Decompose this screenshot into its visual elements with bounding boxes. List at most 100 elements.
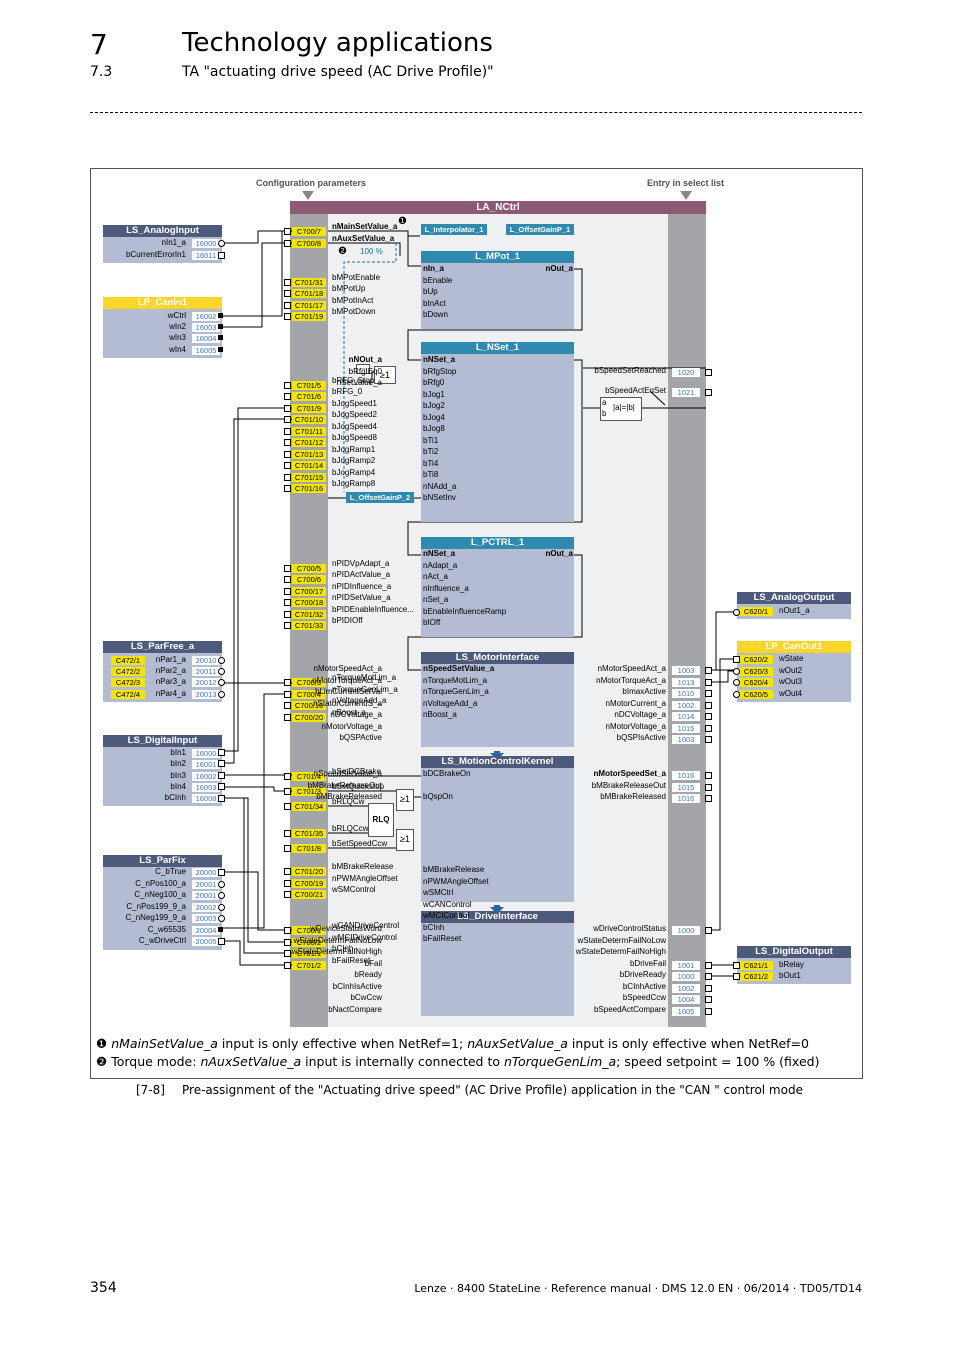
param-port[interactable]	[284, 428, 291, 435]
select-port[interactable]	[705, 984, 712, 992]
signal-label: bMBrakeReleased	[600, 792, 666, 801]
param-port[interactable]	[284, 382, 291, 389]
select-port[interactable]	[705, 783, 712, 791]
param-port[interactable]	[284, 290, 291, 297]
param-port[interactable]	[284, 588, 291, 595]
param-port[interactable]	[284, 679, 291, 686]
select-port[interactable]	[705, 927, 712, 934]
port-label: nOut_a	[545, 549, 573, 558]
output-port[interactable]	[218, 749, 225, 756]
input-port[interactable]	[733, 973, 740, 980]
port-label: nIn_a	[423, 264, 444, 273]
param-port[interactable]	[284, 691, 291, 698]
output-port[interactable]	[218, 927, 223, 932]
select-port[interactable]	[705, 389, 712, 396]
output-port[interactable]	[218, 252, 225, 259]
param-port[interactable]	[284, 599, 291, 606]
param-code: C700/18	[292, 598, 326, 607]
output-port[interactable]	[218, 668, 225, 675]
select-port[interactable]	[705, 1007, 712, 1015]
compare-a: a	[602, 398, 607, 407]
select-port[interactable]	[705, 667, 712, 674]
output-port[interactable]	[218, 869, 225, 876]
output-port[interactable]	[218, 904, 225, 911]
select-port[interactable]	[705, 736, 712, 743]
param-port[interactable]	[284, 702, 291, 709]
param-port[interactable]	[284, 830, 291, 837]
output-port[interactable]	[218, 335, 223, 340]
select-port[interactable]	[705, 369, 712, 376]
param-port[interactable]	[284, 962, 291, 969]
select-port[interactable]	[705, 678, 712, 686]
select-port[interactable]	[705, 690, 712, 697]
param-port[interactable]	[284, 393, 291, 400]
select-port[interactable]	[705, 772, 712, 779]
param-port[interactable]	[284, 891, 291, 898]
param-port[interactable]	[284, 228, 291, 235]
output-port[interactable]	[218, 240, 225, 247]
select-port[interactable]	[705, 996, 712, 1003]
param-port[interactable]	[284, 788, 291, 795]
input-port[interactable]	[733, 656, 740, 663]
param-port[interactable]	[284, 279, 291, 286]
param-label: bPIDEnableInfluence...	[332, 605, 414, 614]
param-port[interactable]	[284, 927, 291, 934]
input-port[interactable]	[733, 691, 740, 698]
output-port[interactable]	[218, 347, 223, 352]
param-code: C700/3	[292, 678, 326, 687]
param-port[interactable]	[284, 845, 291, 852]
param-port[interactable]	[284, 439, 291, 446]
output-port[interactable]	[218, 324, 223, 329]
select-port[interactable]	[705, 713, 712, 720]
param-port[interactable]	[284, 313, 291, 320]
param-port[interactable]	[284, 462, 291, 469]
select-port[interactable]	[705, 724, 712, 732]
param-port[interactable]	[284, 868, 291, 875]
param-port[interactable]	[284, 240, 291, 247]
output-port[interactable]	[218, 313, 223, 318]
output-port[interactable]	[218, 938, 225, 945]
parfree-code: C472/4	[111, 690, 145, 699]
port-label: bJog8	[423, 424, 445, 433]
digin-label: bCInh	[164, 793, 186, 802]
input-port[interactable]	[733, 668, 740, 675]
output-port[interactable]	[218, 691, 225, 698]
param-port[interactable]	[284, 773, 291, 780]
param-port[interactable]	[284, 939, 291, 946]
param-code: C701/19	[292, 312, 326, 321]
select-port[interactable]	[705, 973, 712, 980]
param-port[interactable]	[284, 485, 291, 492]
output-port[interactable]	[218, 892, 225, 899]
output-port[interactable]	[218, 657, 225, 664]
output-port[interactable]	[218, 795, 225, 802]
select-port[interactable]	[705, 795, 712, 802]
signal-label: nMotorCurrent_a	[605, 698, 666, 708]
output-port[interactable]	[218, 783, 225, 790]
param-port[interactable]	[284, 950, 291, 957]
param-port[interactable]	[284, 451, 291, 458]
output-port[interactable]	[218, 760, 225, 767]
output-port[interactable]	[218, 772, 225, 779]
output-port[interactable]	[218, 679, 225, 686]
param-port[interactable]	[284, 565, 291, 572]
param-port[interactable]	[284, 803, 291, 810]
input-port[interactable]	[733, 609, 740, 616]
param-port[interactable]	[284, 474, 291, 481]
output-port[interactable]	[218, 915, 225, 922]
param-port[interactable]	[284, 405, 291, 412]
param-port[interactable]	[284, 880, 291, 887]
input-port[interactable]	[733, 962, 740, 969]
select-column	[668, 201, 706, 1027]
select-port[interactable]	[705, 961, 712, 969]
param-port[interactable]	[284, 302, 291, 309]
param-port[interactable]	[284, 714, 291, 721]
param-port[interactable]	[284, 611, 291, 618]
param-port[interactable]	[284, 576, 291, 583]
select-port[interactable]	[705, 701, 712, 709]
param-label: bRFG_Stop	[332, 376, 375, 385]
signal-code: 1002	[672, 700, 700, 710]
param-port[interactable]	[284, 416, 291, 423]
param-port[interactable]	[284, 622, 291, 629]
input-port[interactable]	[733, 679, 740, 686]
output-port[interactable]	[218, 881, 225, 888]
